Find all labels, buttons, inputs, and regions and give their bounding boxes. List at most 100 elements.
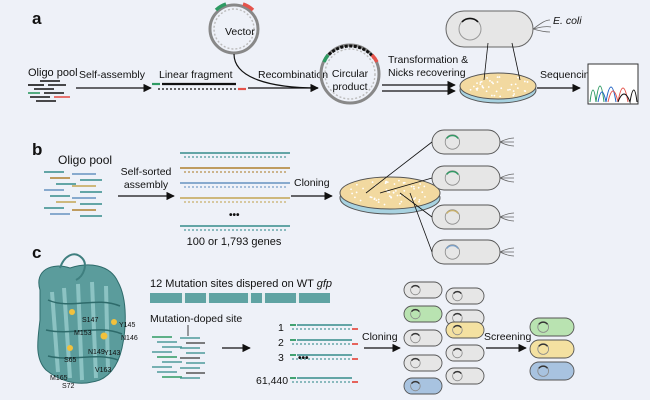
colony-dot xyxy=(359,199,362,202)
library-cell xyxy=(445,287,485,305)
colony-dot xyxy=(513,93,516,95)
library-cell xyxy=(403,305,443,323)
cell-insert xyxy=(411,309,420,313)
colony-dot xyxy=(479,83,482,86)
colony-dot xyxy=(496,76,499,79)
panel-a-linear-fragment xyxy=(152,82,246,91)
panel-c-residue-n146: N146 xyxy=(121,335,138,342)
panel-a-ecoli-insert xyxy=(461,17,479,23)
cell-insert xyxy=(411,333,420,337)
colony-dot xyxy=(499,95,502,98)
colony-dot xyxy=(489,79,491,82)
colony-dot xyxy=(386,190,389,193)
colony-dot xyxy=(526,81,529,83)
colony-dot xyxy=(398,179,400,182)
cell-body xyxy=(529,339,575,359)
colony-dot xyxy=(377,198,380,201)
panel-c-mutation-doped-label: Mutation-doped site xyxy=(150,313,242,325)
colony-dot xyxy=(412,185,415,188)
library-cell xyxy=(445,321,485,339)
panel-a-circular-label-2: product xyxy=(332,81,367,93)
variant-row-label: 61,440 xyxy=(256,375,288,387)
panel-a-recombination-label: Recombination xyxy=(258,69,328,81)
colony-dot xyxy=(351,192,354,195)
colony-dot xyxy=(377,201,380,204)
panel-b-self-sorted-label-2: assembly xyxy=(124,179,169,191)
colony-dot xyxy=(498,76,501,78)
colony-dot xyxy=(392,191,395,194)
colony-dot xyxy=(403,189,406,192)
panel-a-transformation-label-2: Nicks recovering xyxy=(388,67,466,79)
colony-dot xyxy=(413,198,416,200)
colony-dot xyxy=(399,194,402,197)
panel-c-residue-s147: S147 xyxy=(82,317,98,324)
panel-b-ellipsis: ••• xyxy=(229,210,240,221)
colony-dot xyxy=(388,191,391,193)
colony-dot xyxy=(509,88,511,91)
cell-insert xyxy=(453,325,462,329)
panel-c-oligo-fragments xyxy=(152,336,205,379)
colony-dot xyxy=(350,188,352,191)
panel-b-oligo-fragments xyxy=(44,171,102,217)
panel-a-vector-inner-strand xyxy=(213,8,255,50)
cell-body xyxy=(431,239,501,265)
colony-dot xyxy=(375,199,378,202)
panel-a-petri-dish xyxy=(459,72,537,100)
colony-dot xyxy=(383,203,386,206)
cell-flagella xyxy=(499,173,515,183)
colony-dot xyxy=(370,196,373,199)
panel-c-residue-n149: N149 xyxy=(88,349,105,356)
colony-dot xyxy=(424,196,426,198)
colony-dot xyxy=(394,189,397,192)
colony-dot xyxy=(355,191,358,194)
colony-dot xyxy=(480,80,483,83)
cell-insert xyxy=(538,321,549,325)
colony-dot xyxy=(490,94,493,97)
colony-dot xyxy=(396,194,399,197)
panel-a-self-assembly-label: Self-assembly xyxy=(79,69,146,81)
panel-a-petri-colonies xyxy=(469,76,529,98)
panel-a-vector-green-end xyxy=(214,2,227,12)
panel-a-circular-inner xyxy=(324,48,376,100)
colony-dot xyxy=(390,196,393,199)
dish-to-cell-line xyxy=(409,192,433,253)
panel-a-chromatogram-traces xyxy=(589,85,638,104)
colony-dot xyxy=(486,77,488,79)
cell-insert xyxy=(446,244,459,249)
panel-a-letter: a xyxy=(32,9,42,28)
panel-a-transformation-label-1: Transformation & xyxy=(388,54,468,66)
library-cell xyxy=(403,377,443,395)
panel-a-chromatogram-frame xyxy=(587,63,639,105)
panel-a-vector-plasmid xyxy=(208,3,260,55)
library-cell xyxy=(403,281,443,299)
cell-body xyxy=(431,165,501,191)
cell-body xyxy=(403,305,443,323)
cell-body xyxy=(529,361,575,381)
panel-a-vector-red-end xyxy=(242,2,255,12)
colony-dot xyxy=(469,88,472,91)
cell-insert xyxy=(411,381,420,385)
selected-cell xyxy=(529,339,575,359)
library-cell xyxy=(403,329,443,347)
colony-dot xyxy=(507,89,509,91)
panel-c-residue-s72: S72 xyxy=(62,383,75,390)
cell-body xyxy=(529,317,575,337)
variant-row-label: 1 xyxy=(278,322,284,334)
panel-a-circular-insert xyxy=(324,44,376,59)
library-cell xyxy=(445,367,485,385)
panel-c-selected-cells xyxy=(529,317,575,381)
panel-b-letter: b xyxy=(32,140,42,159)
panel-a-vector-label: Vector xyxy=(225,26,255,38)
panel-c-mutation-ticks xyxy=(182,293,299,303)
colony-dot xyxy=(523,80,526,83)
cell-body xyxy=(403,377,443,395)
panel-b-clone-cells xyxy=(365,129,515,265)
colony-dot xyxy=(524,90,527,93)
dish-to-cell-line xyxy=(365,141,433,194)
panel-c-gfp-bar xyxy=(150,293,330,303)
colony-dot xyxy=(369,196,372,198)
cell-body xyxy=(445,321,485,339)
cell-insert xyxy=(411,285,420,289)
colony-dot xyxy=(495,90,498,93)
